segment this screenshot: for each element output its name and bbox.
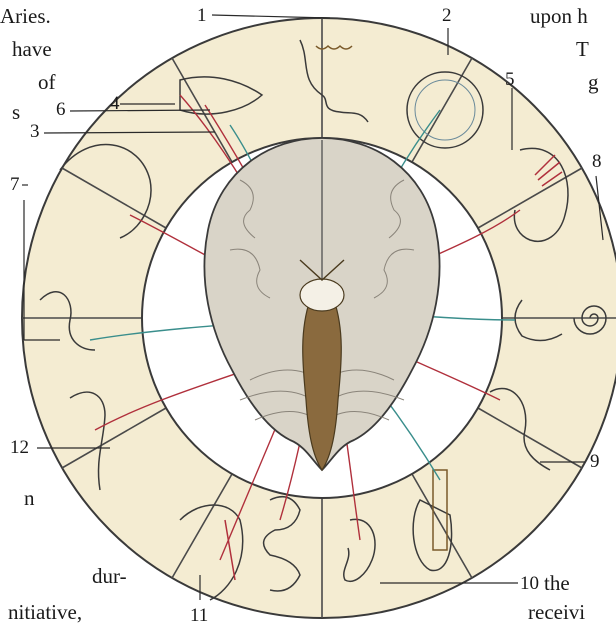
callout-4: 4: [110, 94, 120, 114]
callout-10: 10: [520, 574, 539, 594]
callout-12: 12: [10, 438, 29, 458]
callout-9: 9: [590, 452, 600, 472]
callout-3: 3: [30, 122, 40, 142]
callout-5: 5: [505, 70, 515, 90]
callout-1: 1: [197, 6, 207, 26]
callout-7: 7: [10, 175, 20, 195]
callout-2: 2: [442, 6, 452, 26]
callout-6: 6: [56, 100, 66, 120]
callout-8: 8: [592, 152, 602, 172]
callout-11: 11: [190, 606, 208, 626]
